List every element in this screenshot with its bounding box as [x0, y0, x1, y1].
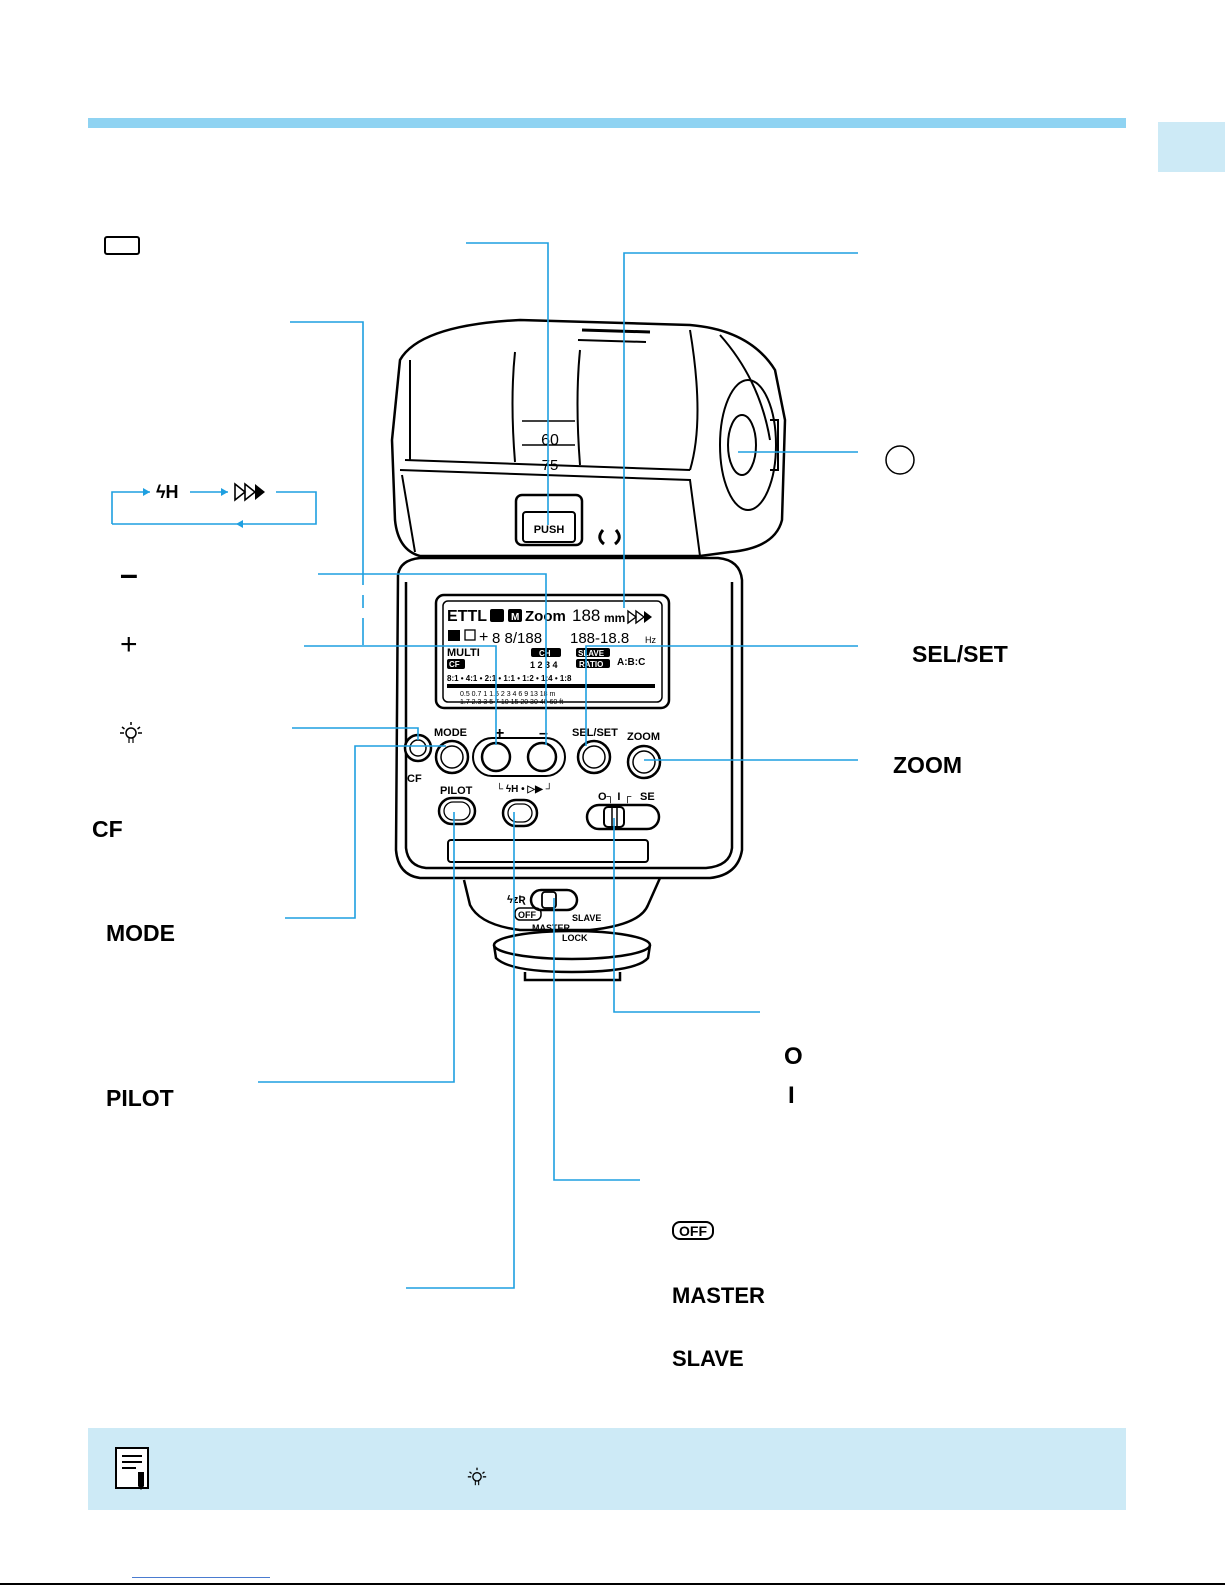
body-power-marks: O┐ I ┌: [598, 791, 632, 804]
body-pilot-text: PILOT: [440, 785, 473, 797]
body-selset-text: SEL/SET: [572, 727, 618, 739]
body-master-mark: MASTER: [532, 923, 571, 933]
master-label: MASTER: [672, 1283, 765, 1308]
lcd-hz: Hz: [645, 635, 656, 645]
note-icon: [115, 1447, 149, 1490]
body-plus-text: +: [495, 725, 504, 742]
minus-button[interactable]: [526, 741, 558, 773]
lamp-button[interactable]: [403, 733, 433, 763]
plus-button[interactable]: [480, 741, 512, 773]
chapter-tab: [1158, 122, 1225, 172]
header-rule: [88, 118, 1126, 128]
footer-link-line: [132, 1577, 270, 1578]
lcd-slave: SLAVE: [578, 649, 605, 658]
body-fp-flash-mark: └ ϟH • ▷▶ ┘: [496, 782, 553, 795]
cycle-fp-icon: [234, 482, 265, 502]
page-bottom-rule: [0, 1583, 1225, 1585]
lcd-frequency: 188-18.8: [570, 630, 629, 647]
lamp-icon-note: [467, 1467, 487, 1486]
off-badge: OFF: [672, 1221, 714, 1240]
slave-label: SLAVE: [672, 1346, 744, 1371]
lcd-m: M: [511, 612, 519, 623]
lcd-ch: CH: [539, 649, 551, 658]
body-cf-mark: CF: [407, 773, 422, 785]
rotate-arrows-icon: [598, 529, 621, 546]
lcd-panel-icon: [104, 236, 140, 255]
power-off-symbol: O: [784, 1043, 803, 1070]
lcd-ratio-scale: 8:1 • 4:1 • 2:1 • 1:1 • 1:2 • 1:4 • 1:8: [447, 674, 572, 683]
body-lock-mark: LOCK: [562, 933, 588, 943]
lcd-distance-m: 0.5 0.7 1 1.5 2 3 4 6 9 13 18 m: [460, 691, 556, 698]
cycle-hispeed-icon: ϟH: [156, 482, 179, 502]
push-button-text: PUSH: [534, 524, 565, 536]
plus-button-label: +: [120, 628, 138, 661]
lcd-panel: ETTL M Zoom 188 mm + 8 8/188 188-18.8 Hz…: [434, 593, 671, 710]
push-button[interactable]: PUSH: [514, 493, 584, 547]
body-off-mark: OFF: [518, 910, 536, 920]
minus-button-label: –: [120, 556, 138, 592]
body-slave-mark: SLAVE: [572, 913, 601, 923]
flash-foot: [462, 877, 662, 982]
flash-head: [390, 318, 787, 558]
lcd-ettl: ETTL: [447, 608, 487, 625]
body-minus-text: –: [539, 725, 548, 742]
lcd-fp-digits: 8 8/188: [492, 630, 542, 647]
power-on-symbol: I: [788, 1082, 795, 1109]
zoom-scale-75: 75: [542, 457, 559, 474]
pilot-button[interactable]: [437, 796, 477, 826]
lcd-channels: 1 2 3 4: [530, 660, 558, 670]
lock-release-circle-icon: [885, 445, 915, 475]
lcd-mm: mm: [604, 611, 625, 625]
zoom-label: ZOOM: [893, 752, 962, 778]
zoom-scale-60: 60: [541, 432, 559, 449]
mode-label: MODE: [106, 920, 175, 946]
lcd-zoom-value: 188: [572, 606, 600, 625]
note-panel: [88, 1428, 1126, 1510]
power-switch[interactable]: [585, 803, 661, 831]
lcd-multi: MULTI: [447, 647, 480, 659]
lcd-distance-ft: 1.7 2.3 3 5 7 10 15 20 30 40 60 ft: [460, 699, 563, 706]
mode-button[interactable]: [434, 739, 470, 775]
off-badge-text: OFF: [679, 1223, 707, 1239]
pilot-label: PILOT: [106, 1085, 174, 1111]
flash-head-details: [399, 328, 779, 557]
body-wireless-icon: ϟzƦ: [507, 894, 526, 906]
lcd-abc: A:B:C: [617, 657, 645, 668]
sel-set-button[interactable]: [576, 739, 612, 775]
lamp-icon: [120, 722, 142, 743]
fp-cycle-diagram: [111, 491, 317, 525]
leader-lines: [258, 242, 858, 1289]
cf-label: CF: [92, 816, 123, 842]
body-se-mark: SE: [640, 791, 655, 803]
lcd-ratio: RATIO: [579, 660, 603, 669]
sel-set-label: SEL/SET: [912, 641, 1008, 667]
svg-text:+: +: [479, 629, 488, 646]
fp-hispeed-button[interactable]: [501, 798, 539, 828]
zoom-button[interactable]: [626, 744, 662, 780]
body-zoom-text: ZOOM: [627, 731, 660, 743]
body-mode-text: MODE: [434, 727, 467, 739]
flash-body: [394, 556, 744, 880]
lcd-cf: CF: [449, 660, 460, 669]
